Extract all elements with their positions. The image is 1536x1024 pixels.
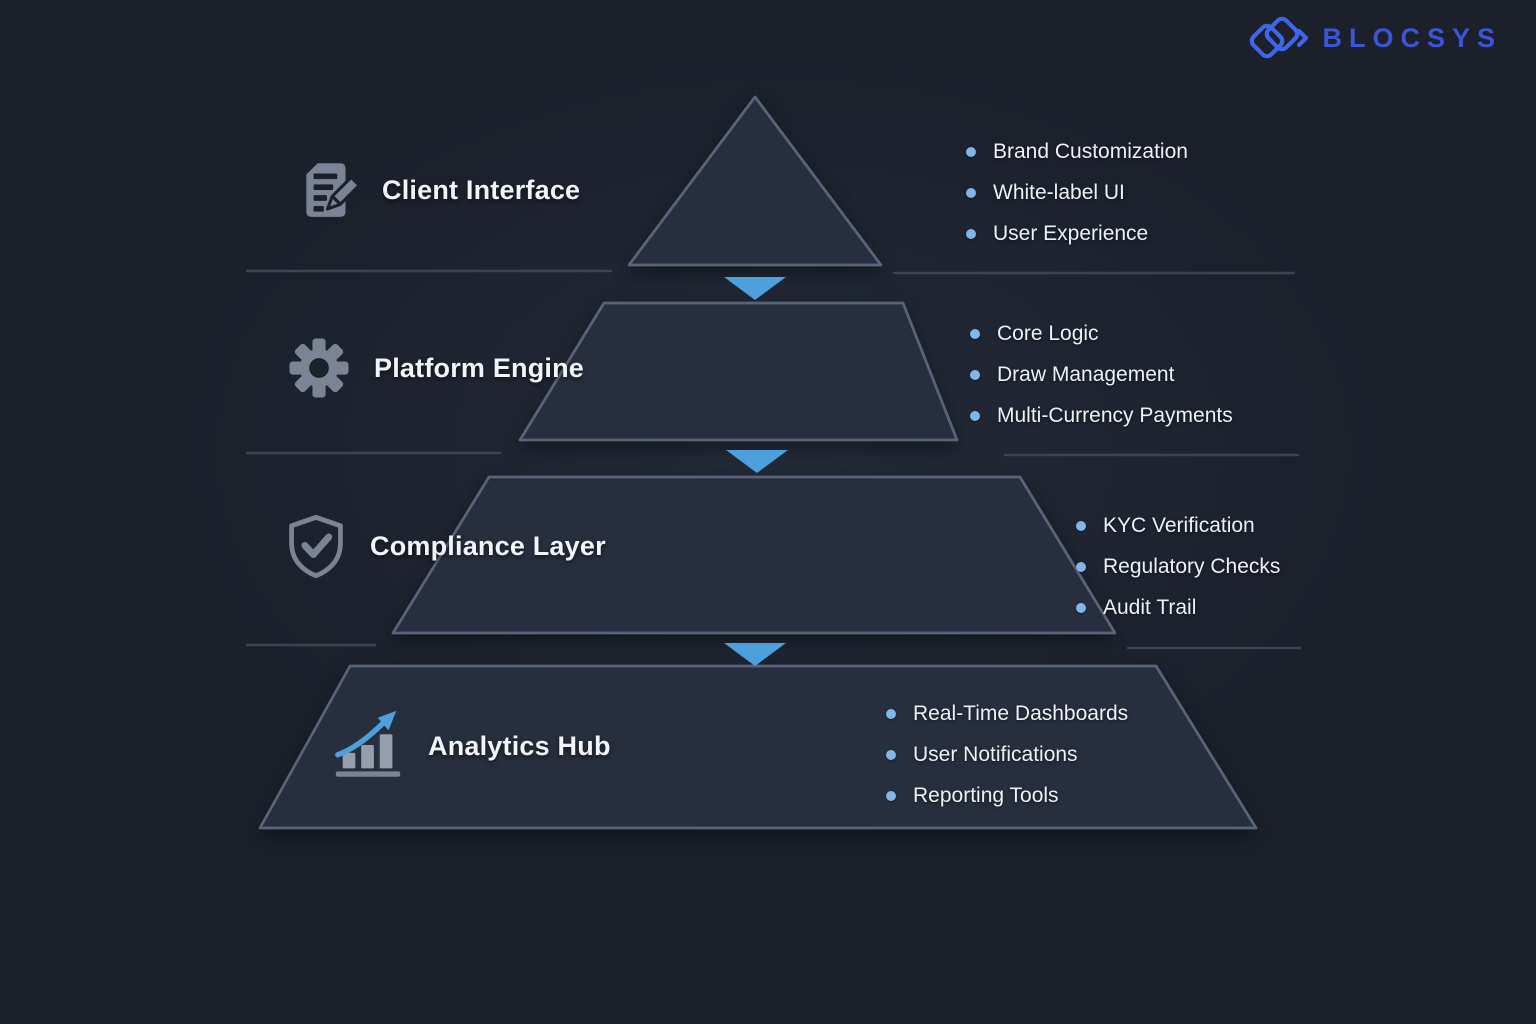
bullet-label: Core Logic bbox=[997, 321, 1099, 345]
bullet-item: Audit Trail bbox=[1076, 587, 1280, 628]
bullet-item: Real-Time Dashboards bbox=[886, 693, 1128, 734]
layer-row-analytics-hub: Analytics Hub bbox=[330, 706, 611, 786]
bullet-dot-icon bbox=[966, 187, 976, 198]
blocsys-logo-icon bbox=[1250, 16, 1309, 59]
shield-check-icon bbox=[282, 512, 350, 580]
bullet-label: Regulatory Checks bbox=[1103, 554, 1281, 578]
bullet-dot-icon bbox=[1076, 520, 1086, 531]
bullet-item: User Notifications bbox=[886, 734, 1128, 775]
layer-bullets-platform-engine: Core Logic Draw Management Multi-Currenc… bbox=[970, 313, 1233, 436]
layer-row-platform-engine: Platform Engine bbox=[284, 330, 584, 406]
document-edit-icon bbox=[296, 157, 362, 223]
bullet-dot-icon bbox=[886, 749, 896, 760]
bullet-label: KYC Verification bbox=[1103, 513, 1255, 537]
layer-bullets-compliance-layer: KYC Verification Regulatory Checks Audit… bbox=[1076, 505, 1280, 628]
layer-bullets-client-interface: Brand Customization White-label UI User … bbox=[966, 131, 1188, 254]
blocsys-logo-text: BLOCSYS bbox=[1322, 22, 1502, 53]
bullet-dot-icon bbox=[886, 790, 896, 801]
pyramid-level-3-trapezoid bbox=[391, 475, 1117, 635]
bullet-label: Audit Trail bbox=[1103, 595, 1197, 619]
down-arrow-icon bbox=[724, 277, 786, 300]
bullet-dot-icon bbox=[1076, 602, 1086, 613]
bullet-dot-icon bbox=[886, 708, 896, 719]
bullet-dot-icon bbox=[970, 328, 980, 339]
pyramid-level-1-triangle bbox=[627, 95, 883, 267]
bullet-label: Draw Management bbox=[997, 362, 1175, 386]
bullet-label: White-label UI bbox=[993, 180, 1125, 204]
down-arrow-icon bbox=[726, 450, 788, 473]
pyramid-level-2-trapezoid bbox=[518, 301, 959, 442]
bullet-dot-icon bbox=[970, 410, 980, 421]
layer-title: Compliance Layer bbox=[370, 530, 606, 561]
bullet-label: Multi-Currency Payments bbox=[997, 403, 1233, 427]
down-arrow-icon bbox=[724, 643, 786, 666]
bullet-item: KYC Verification bbox=[1076, 505, 1280, 546]
bullet-label: User Experience bbox=[993, 221, 1149, 245]
pyramid-level-4-trapezoid bbox=[258, 664, 1258, 830]
bullet-dot-icon bbox=[966, 228, 976, 239]
layer-row-client-interface: Client Interface bbox=[296, 152, 580, 228]
bar-chart-icon bbox=[330, 708, 408, 784]
layer-title: Platform Engine bbox=[374, 352, 585, 383]
bullet-item: User Experience bbox=[966, 213, 1188, 254]
layer-row-compliance-layer: Compliance Layer bbox=[282, 508, 606, 584]
bullet-label: Brand Customization bbox=[993, 139, 1188, 163]
brand-logo: BLOCSYS bbox=[1246, 12, 1502, 64]
bullet-dot-icon bbox=[966, 146, 976, 157]
bullet-item: Regulatory Checks bbox=[1076, 546, 1280, 587]
bullet-item: Draw Management bbox=[970, 354, 1233, 395]
bullet-label: Reporting Tools bbox=[913, 783, 1059, 807]
gear-icon bbox=[284, 333, 354, 403]
layer-title: Client Interface bbox=[382, 174, 581, 205]
bullet-label: User Notifications bbox=[913, 742, 1078, 766]
layer-title: Analytics Hub bbox=[428, 730, 611, 761]
layer-bullets-analytics-hub: Real-Time Dashboards User Notifications … bbox=[886, 693, 1128, 816]
bullet-label: Real-Time Dashboards bbox=[913, 701, 1129, 725]
bullet-item: Reporting Tools bbox=[886, 775, 1128, 816]
bullet-item: Brand Customization bbox=[966, 131, 1188, 172]
bullet-dot-icon bbox=[970, 369, 980, 380]
bullet-item: Core Logic bbox=[970, 313, 1233, 354]
bullet-dot-icon bbox=[1076, 561, 1086, 572]
bullet-item: Multi-Currency Payments bbox=[970, 395, 1233, 436]
bullet-item: White-label UI bbox=[966, 172, 1188, 213]
